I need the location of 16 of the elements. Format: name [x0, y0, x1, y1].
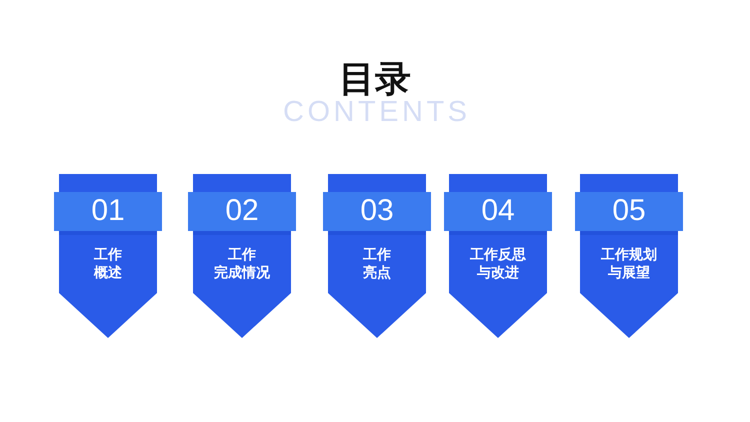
- section-number: 03: [360, 194, 394, 228]
- pointed-banner: [444, 174, 552, 338]
- section-title: 工作概述: [94, 245, 122, 281]
- pointed-banner: [323, 174, 431, 338]
- section-number: 04: [481, 194, 515, 228]
- page-title: 目录: [339, 60, 411, 98]
- section-title: 工作完成情况: [214, 245, 270, 281]
- section-title: 工作规划与展望: [601, 245, 657, 281]
- section-number: 05: [612, 194, 646, 228]
- pointed-banner: [575, 174, 683, 338]
- pointed-banner: [54, 174, 162, 338]
- section-number: 01: [91, 194, 125, 228]
- section-number: 02: [225, 194, 259, 228]
- section-title: 工作亮点: [363, 245, 391, 281]
- pointed-banner: [188, 174, 296, 338]
- section-title: 工作反思与改进: [470, 245, 526, 281]
